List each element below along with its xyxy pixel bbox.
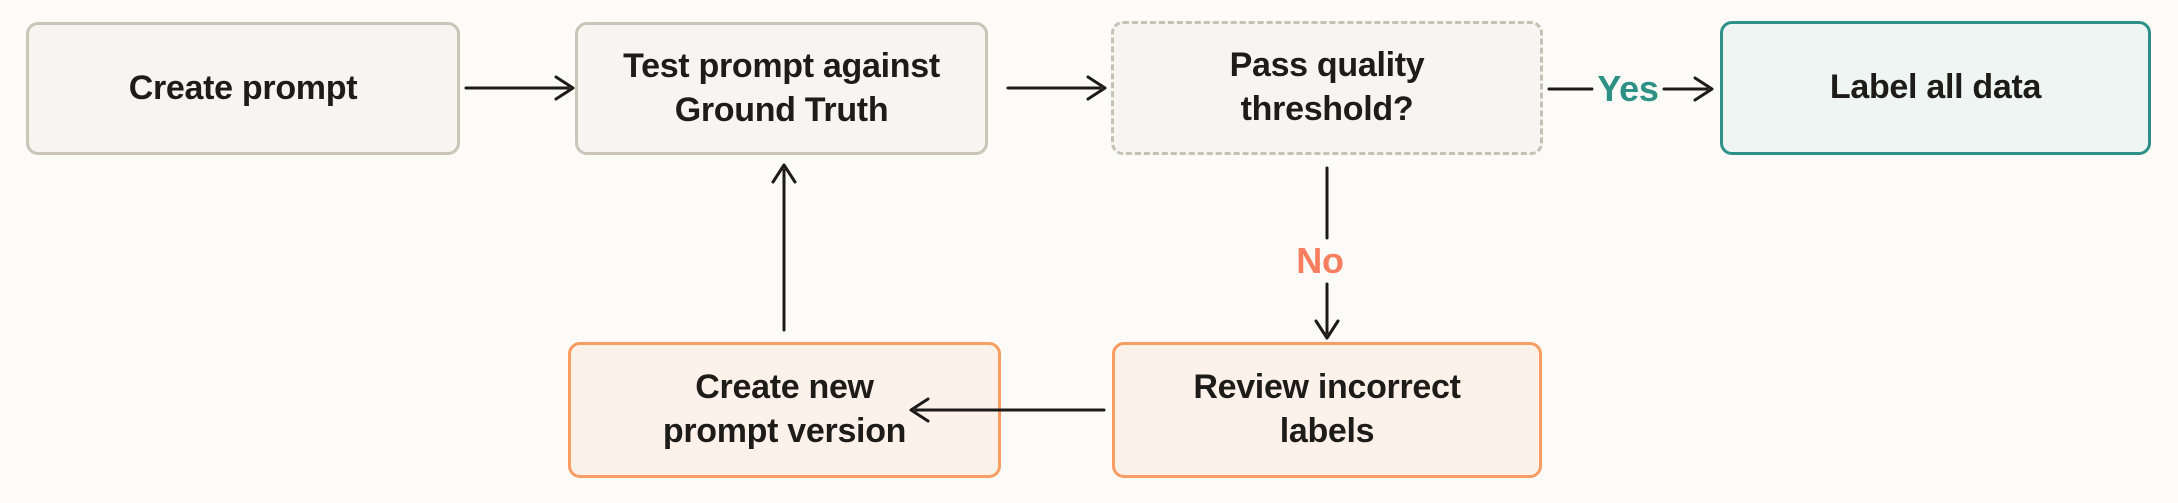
flow-node-create-new-prompt-version: Create new prompt version [568,342,1001,478]
arrow-new-version-to-test [771,163,797,332]
arrow-create-to-test [464,75,575,101]
arrow-test-to-quality [1006,75,1107,101]
flow-node-label: Create prompt [128,68,358,107]
flow-node-create-prompt: Create prompt [26,22,460,155]
edge-label-yes: Yes [1593,68,1663,110]
edge-label-no: No [1292,240,1348,282]
flow-node-label: Review incorrect labels [1193,368,1461,450]
flow-node-label: Test prompt against Ground Truth [623,46,940,129]
flow-node-label: Create new prompt version [662,368,907,450]
flow-node-review-incorrect-labels: Review incorrect labels [1112,342,1542,478]
flow-node-label: Pass quality threshold? [1229,46,1425,128]
flow-node-label: Label all data [1829,68,2042,107]
flow-node-test-prompt: Test prompt against Ground Truth [575,22,988,155]
flow-node-quality-threshold: Pass quality threshold? [1111,21,1543,155]
flow-node-label-all-data: Label all data [1720,21,2151,155]
